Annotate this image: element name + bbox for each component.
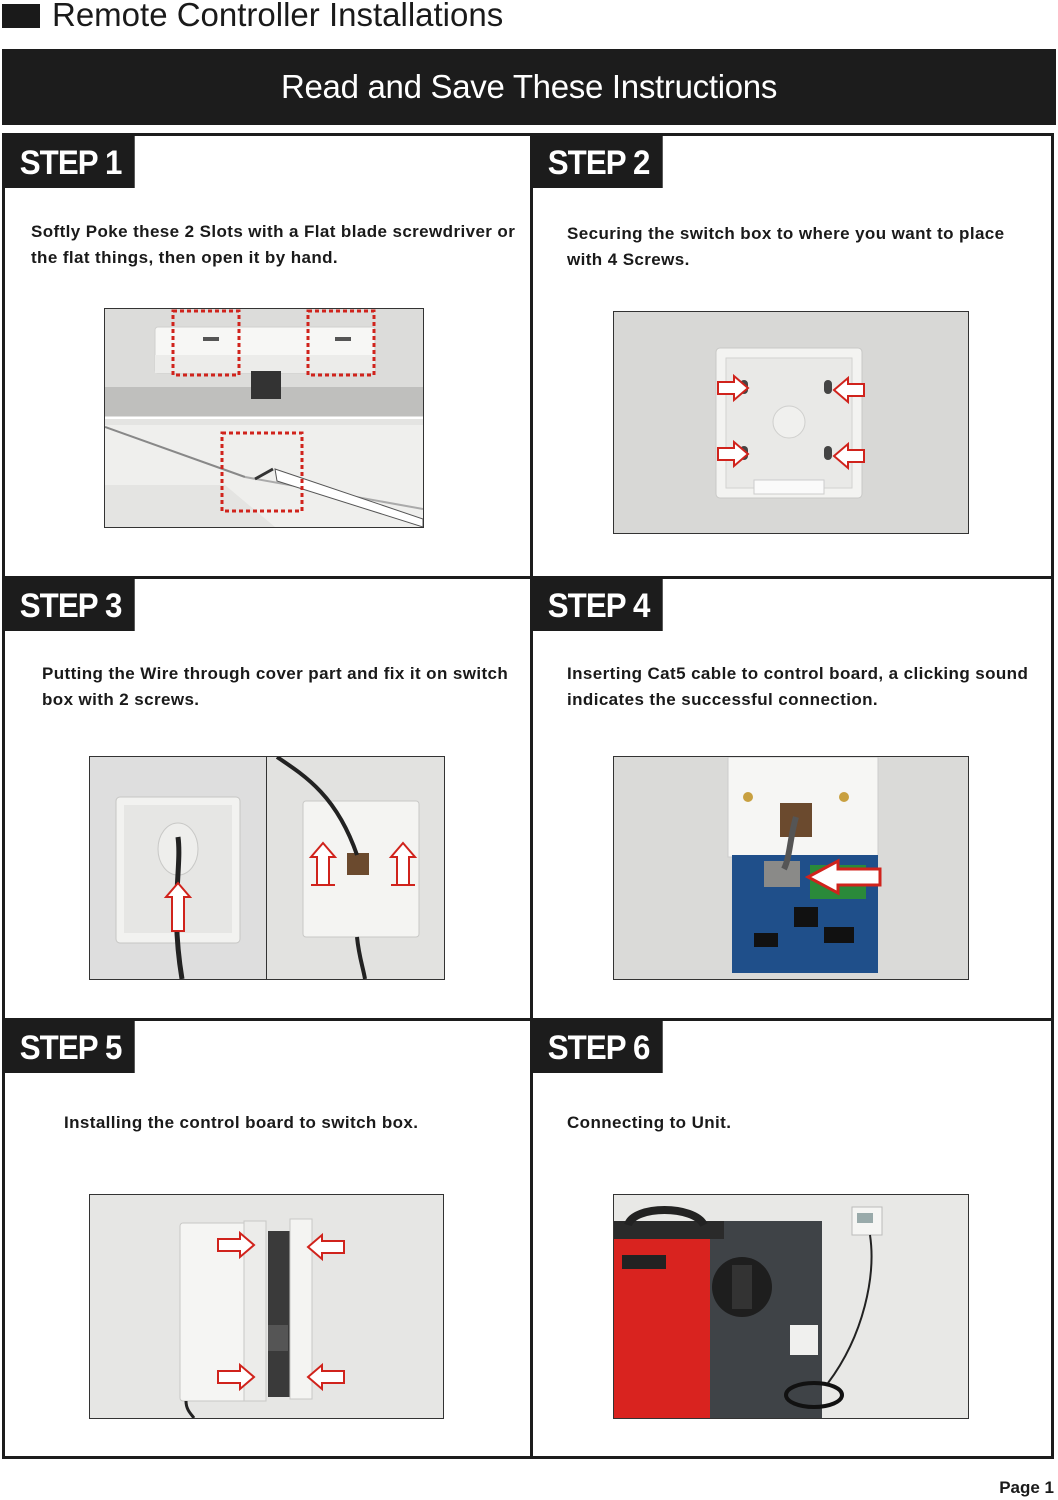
- instructions-banner: Read and Save These Instructions: [2, 49, 1056, 125]
- step-3-photo-right: [266, 756, 445, 980]
- page-number: Page 1: [999, 1478, 1054, 1497]
- banner-text: Read and Save These Instructions: [280, 68, 778, 105]
- step-2-photo: [613, 311, 969, 534]
- step-1-label: STEP 1: [5, 136, 135, 188]
- grid-divider-horizontal: [5, 576, 1051, 579]
- step-5-photo: [89, 1194, 444, 1419]
- step-1-text: Softly Poke these 2 Slots with a Flat bl…: [31, 222, 516, 267]
- step-3-cell: STEP 3 Putting the Wire through cover pa…: [5, 579, 527, 1019]
- step-6-photo: [613, 1194, 969, 1419]
- step-4-text: Inserting Cat5 cable to control board, a…: [567, 664, 1029, 709]
- page-header: Remote Controller Installations: [0, 0, 1058, 40]
- unit-connection-image: [614, 1195, 968, 1418]
- header-square-icon: [2, 4, 40, 28]
- grid-divider-horizontal: [5, 1018, 1051, 1021]
- step-4-label: STEP 4: [533, 579, 663, 631]
- board-to-box-image: [90, 1195, 443, 1418]
- step-3-photo-left: [89, 756, 267, 980]
- step-6-label: STEP 6: [533, 1021, 663, 1073]
- step-2-cell: STEP 2 Securing the switch box to where …: [530, 136, 1052, 576]
- step-2-label: STEP 2: [533, 136, 663, 188]
- steps-grid: STEP 1 Softly Poke these 2 Slots with a …: [2, 133, 1054, 1459]
- switch-box-screws-image: [614, 312, 968, 533]
- step-2-text: Securing the switch box to where you wan…: [567, 224, 1005, 269]
- step-3-label: STEP 3: [5, 579, 135, 631]
- step-1-photo: [104, 308, 424, 528]
- grid-divider-vertical: [530, 136, 533, 1456]
- step-4-photo: [613, 756, 969, 980]
- cover-with-screws-image: [267, 757, 444, 979]
- step-5-cell: STEP 5 Installing the control board to s…: [5, 1021, 527, 1461]
- step-1-cell: STEP 1 Softly Poke these 2 Slots with a …: [5, 136, 527, 576]
- step-5-text: Installing the control board to switch b…: [64, 1113, 419, 1132]
- wire-through-box-image: [90, 757, 266, 979]
- step-4-cell: STEP 4 Inserting Cat5 cable to control b…: [530, 579, 1052, 1019]
- page-title: Remote Controller Installations: [52, 0, 504, 33]
- step-3-text: Putting the Wire through cover part and …: [42, 664, 509, 709]
- step-6-cell: STEP 6 Connecting to Unit.: [530, 1021, 1052, 1461]
- step-6-text: Connecting to Unit.: [567, 1113, 732, 1132]
- step-5-label: STEP 5: [5, 1021, 135, 1073]
- switch-cover-slots-image: [105, 309, 423, 527]
- cat5-control-board-image: [614, 757, 968, 979]
